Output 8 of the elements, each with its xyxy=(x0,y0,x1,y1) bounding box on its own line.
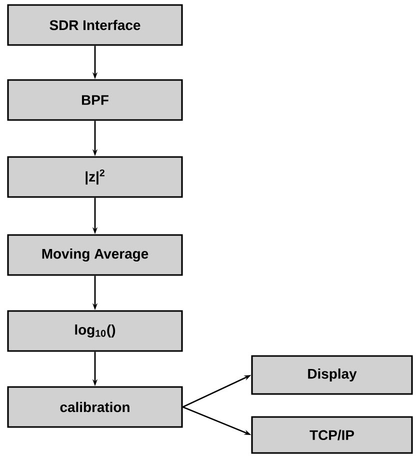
process-box: BPF xyxy=(7,79,183,121)
process-box: Display xyxy=(251,355,413,395)
process-box: TCP/IP xyxy=(251,416,413,454)
process-box: SDR Interface xyxy=(7,4,183,46)
process-box: Moving Average xyxy=(7,234,183,276)
process-box: |z|$^{2}$ xyxy=(7,156,183,198)
process-box: log$_{10}$() xyxy=(7,310,183,352)
process-box: calibration xyxy=(7,386,183,428)
